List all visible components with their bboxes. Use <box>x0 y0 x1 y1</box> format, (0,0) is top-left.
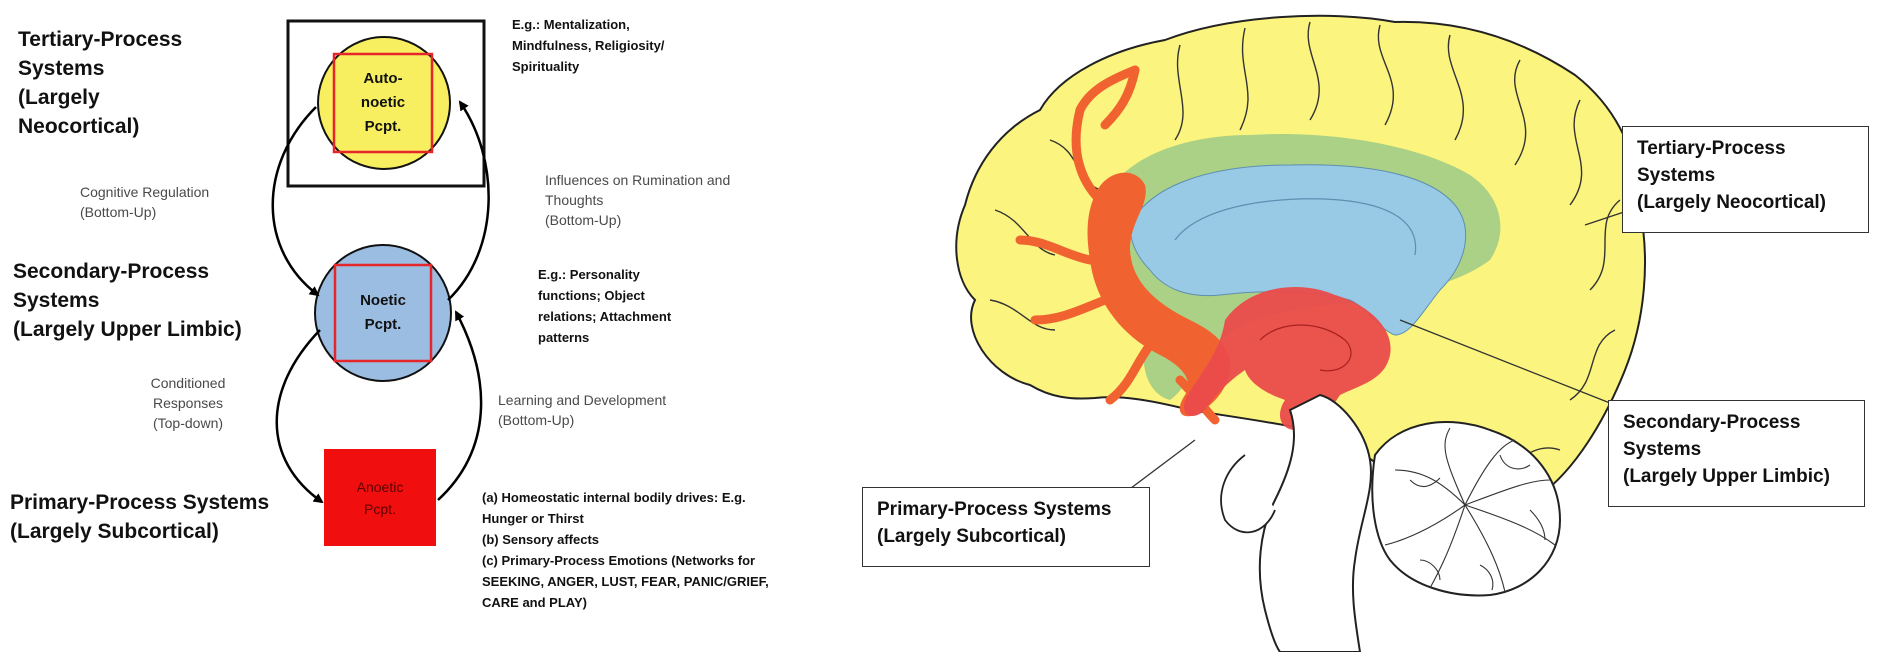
medial-frontal-orange-region <box>1087 172 1231 417</box>
noetic-inner-square <box>333 263 433 363</box>
tertiary-callout: Tertiary-Process Systems (Largely Neocor… <box>1622 126 1869 233</box>
noetic-circle <box>314 244 452 382</box>
orange-gyrus-branches <box>1015 65 1220 425</box>
thalamus-contour <box>1259 324 1352 372</box>
cerebellum-folia <box>1384 427 1556 593</box>
secondary-examples: E.g.: Personality functions; Object rela… <box>538 267 672 345</box>
cognitive-regulation-arrow <box>271 106 320 297</box>
anoetic-label: Anoetic Pcpt. <box>356 478 404 517</box>
consciousness-hierarchy-graphic <box>271 19 490 546</box>
primary-examples: (a) Homeostatic internal bodily drives: … <box>482 490 769 610</box>
brain-sagittal-illustration <box>955 14 1646 652</box>
pons-bulge <box>1220 454 1276 534</box>
noetic-label: Noetic Pcpt. <box>360 292 406 333</box>
anoetic-square <box>324 449 436 546</box>
secondary-level-label: Secondary-Process Systems (Largely Upper… <box>13 260 242 341</box>
cerebellum <box>1371 421 1562 597</box>
autonoetic-label: Auto- noetic Pcpt. <box>360 70 406 135</box>
subcortical-red-region <box>1184 287 1391 431</box>
conditioned-responses-label: Conditioned Responses (Top-down) <box>150 375 226 431</box>
learning-development-label: Learning and Development (Bottom-Up) <box>498 392 667 428</box>
cognitive-regulation-label: Cognitive Regulation (Bottom-Up) <box>80 184 210 220</box>
ventricle-contour <box>1174 198 1417 256</box>
tertiary-level-label: Tertiary-Process Systems (Largely Neocor… <box>18 28 183 138</box>
autonoetic-circle <box>317 36 451 170</box>
conditioned-responses-arrow <box>275 329 324 504</box>
rumination-influence-arrow <box>447 100 490 301</box>
rumination-label: Influences on Rumination and Thoughts (B… <box>545 172 731 228</box>
primary-level-label: Primary-Process Systems (Largely Subcort… <box>10 491 270 543</box>
primary-callout: Primary-Process Systems (Largely Subcort… <box>862 487 1150 567</box>
brainstem <box>1258 393 1372 652</box>
corpus-callosum-region <box>1129 164 1467 336</box>
tertiary-examples: E.g.: Mentalization, Mindfulness, Religi… <box>512 17 665 74</box>
autonoetic-inner-square <box>332 52 434 154</box>
secondary-callout: Secondary-Process Systems (Largely Upper… <box>1608 400 1865 507</box>
learning-development-arrow <box>437 310 483 501</box>
